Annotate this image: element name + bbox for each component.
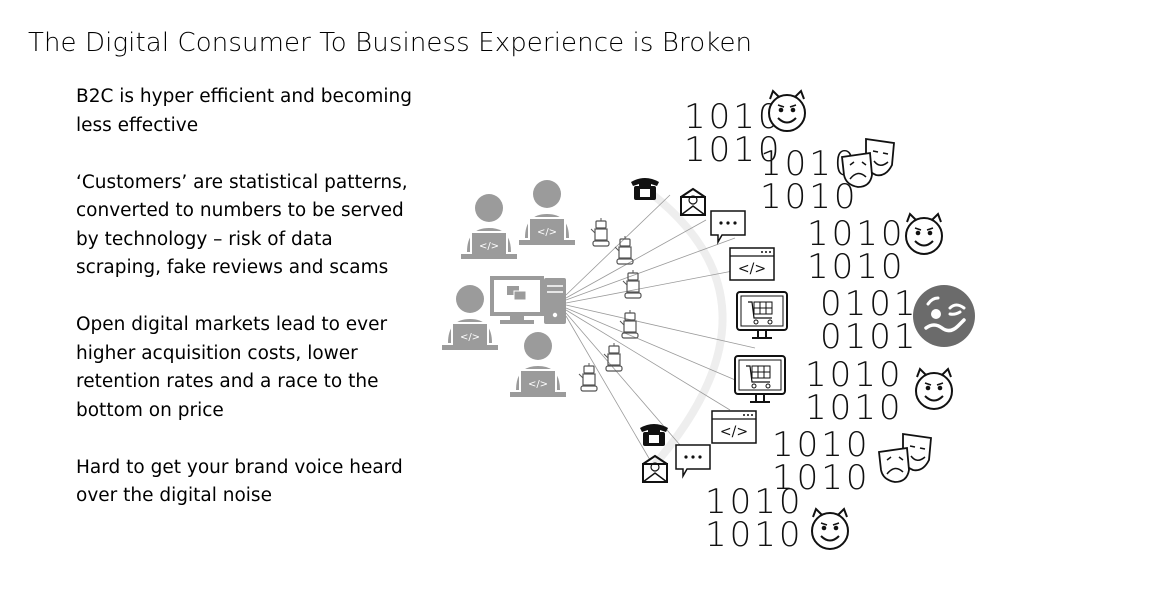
robot-icon xyxy=(578,362,598,392)
connection-line xyxy=(565,309,731,411)
binary-text: 1010 xyxy=(760,144,859,184)
binary-text: 0101 xyxy=(820,284,919,324)
binary-block: 1010 1010 xyxy=(705,482,804,555)
robot-icon xyxy=(622,269,642,299)
binary-text: 1010 xyxy=(807,214,906,254)
developer-person-icon xyxy=(441,284,499,351)
bullet-brand-voice: Hard to get your brand voice heard over … xyxy=(76,456,403,507)
devil-face-icon xyxy=(915,368,953,410)
channel-arc xyxy=(637,181,727,473)
binary-text: 1010 xyxy=(760,177,859,217)
connection-line xyxy=(565,237,736,301)
robot-icon xyxy=(590,217,610,247)
developer-person-icon xyxy=(518,179,576,246)
binary-text: 1010 xyxy=(772,458,871,498)
connection-line xyxy=(565,304,756,349)
slide-title: The Digital Consumer To Business Experie… xyxy=(28,28,753,58)
bullet-open-markets: Open digital markets lead to ever higher… xyxy=(76,314,388,421)
telephone-icon xyxy=(640,424,668,446)
bullet-list: B2C is hyper efficient and becoming less… xyxy=(76,83,421,539)
connection-line xyxy=(565,312,681,446)
binary-block: 1010 1010 xyxy=(807,214,906,287)
developer-person-icon xyxy=(509,331,567,398)
desktop-computer-icon xyxy=(490,276,566,324)
developer-person-icon xyxy=(460,193,518,260)
robot-icon xyxy=(619,309,639,339)
connection-line xyxy=(565,307,741,383)
binary-text: 1010 xyxy=(684,130,783,170)
shopping-cart-screen-icon xyxy=(736,291,788,339)
devil-face-icon xyxy=(905,213,943,255)
binary-text: 0101 xyxy=(820,317,919,357)
binary-block: 1010 1010 xyxy=(772,425,871,498)
woozy-face-icon xyxy=(911,283,977,349)
binary-text: 1010 xyxy=(772,425,871,465)
web-code-icon xyxy=(729,247,775,281)
bullet-b2c-efficiency: B2C is hyper efficient and becoming less… xyxy=(76,86,412,136)
binary-block: 1010 1010 xyxy=(684,97,783,170)
connection-line xyxy=(565,315,651,461)
binary-block: 0101 0101 xyxy=(820,284,919,357)
binary-text: 1010 xyxy=(807,247,906,287)
binary-text: 1010 xyxy=(805,388,904,428)
connection-line xyxy=(565,219,707,299)
binary-text: 1010 xyxy=(705,515,804,555)
connection-line xyxy=(565,269,739,304)
devil-face-icon xyxy=(811,508,849,550)
email-icon xyxy=(680,188,706,216)
robot-icon xyxy=(614,235,634,265)
binary-block: 1010 1010 xyxy=(760,144,859,217)
theatre-masks-icon xyxy=(878,433,932,483)
chat-bubble-icon xyxy=(710,210,746,243)
chat-bubble-icon xyxy=(675,444,711,477)
shopping-cart-screen-icon xyxy=(734,355,786,403)
binary-text: 1010 xyxy=(705,482,804,522)
robot-icon xyxy=(603,342,623,372)
telephone-icon xyxy=(631,178,659,200)
binary-block: 1010 1010 xyxy=(805,355,904,428)
binary-text: 1010 xyxy=(805,355,904,395)
connection-lines xyxy=(565,194,756,461)
bullet-customers-patterns: ‘Customers’ are statistical patterns, co… xyxy=(76,171,408,279)
binary-text: 1010 xyxy=(684,97,783,137)
web-code-icon xyxy=(711,410,757,444)
connection-line xyxy=(565,194,671,296)
